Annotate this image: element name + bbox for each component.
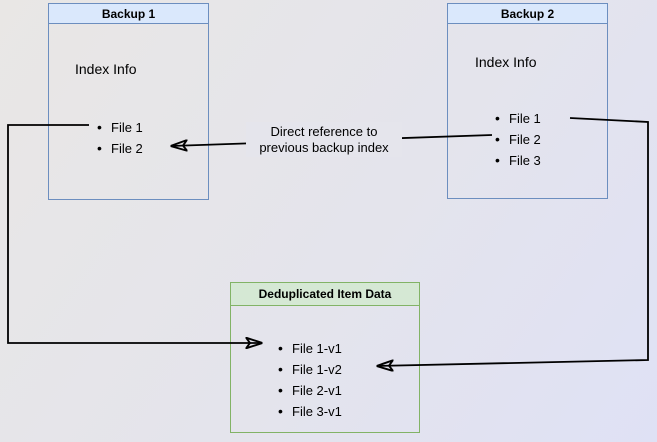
file-list-item: File 1 [97, 117, 143, 138]
backup1-file-list: File 1File 2 [97, 117, 143, 159]
file-list-item: File 1 [495, 108, 541, 129]
file-list-item: File 2 [97, 138, 143, 159]
file-list-item: File 1-v2 [278, 359, 342, 380]
direct-reference-label-line1: Direct reference to [270, 123, 378, 139]
file-list-item: File 3 [495, 150, 541, 171]
backup1-index-info-label: Index Info [75, 61, 137, 77]
file-list-item: File 2 [495, 129, 541, 150]
backup1-box: Backup 1 Index Info File 1File 2 [48, 3, 209, 200]
direct-reference-label: Direct reference to previous backup inde… [246, 122, 402, 157]
backup2-file-list: File 1File 2File 3 [495, 108, 541, 171]
backup2-index-info-label: Index Info [475, 54, 537, 70]
backup2-title: Backup 2 [448, 4, 607, 24]
backup1-title: Backup 1 [49, 4, 208, 24]
dedup-box: Deduplicated Item Data File 1-v1File 1-v… [230, 282, 420, 433]
file-list-item: File 2-v1 [278, 380, 342, 401]
file-list-item: File 1-v1 [278, 338, 342, 359]
dedup-title: Deduplicated Item Data [231, 283, 419, 306]
direct-reference-label-line2: previous backup index [259, 139, 389, 155]
dedup-file-list: File 1-v1File 1-v2File 2-v1File 3-v1 [278, 338, 342, 422]
file-list-item: File 3-v1 [278, 401, 342, 422]
backup2-box: Backup 2 Index Info File 1File 2File 3 [447, 3, 608, 199]
